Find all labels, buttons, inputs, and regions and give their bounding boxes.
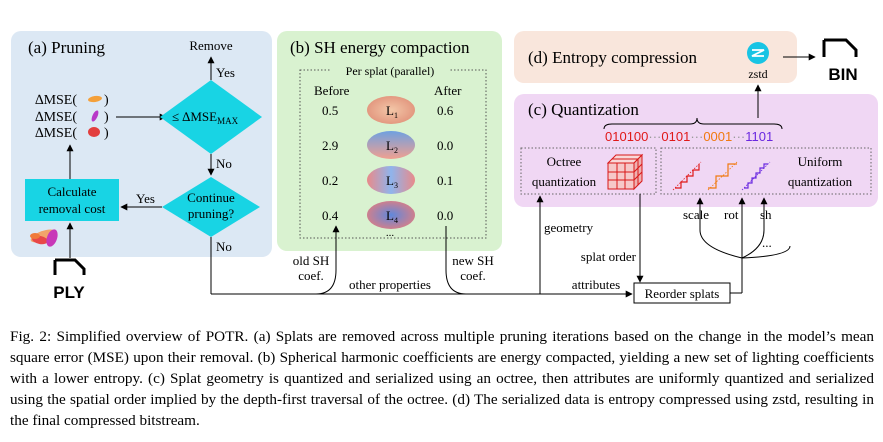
old-coef-line-1: old SH [293, 253, 329, 268]
sh-row: 0.5 L1 0.6 [322, 96, 454, 124]
no-continue-label: No [216, 156, 232, 171]
sh-lobe-label: L2 [386, 138, 398, 155]
threshold-diamond [160, 80, 262, 154]
reorder-label: Reorder splats [645, 286, 720, 301]
mse-line-2-close: ) [104, 110, 109, 125]
sh-rows: 0.5 L1 0.6 2.9 L2 0.0 0.2 L3 0.1 0.4 L4 0.0 [322, 96, 454, 229]
calc-line-1: Calculate [47, 184, 96, 199]
arrow-scale [696, 197, 743, 259]
no-exit-label: No [216, 239, 232, 254]
splat-purple-icon [91, 110, 99, 122]
more-dots-label: ... [762, 235, 772, 250]
yes-continue-label: Yes [136, 191, 155, 206]
continue-diamond [162, 177, 260, 237]
sh-lobe-label: L3 [386, 173, 398, 190]
new-coef-line-1: new SH [452, 253, 494, 268]
mse-line-3-close: ) [104, 126, 109, 141]
sh-lobe-label: L4 [386, 208, 398, 225]
uniform-line-1: Uniform [798, 154, 843, 169]
per-splat-label: Per splat (parallel) [346, 64, 435, 78]
bin-label: BIN [828, 65, 857, 84]
sh-before-value: 0.4 [322, 208, 339, 223]
yes-remove-label: Yes [216, 65, 235, 80]
quant-panel: (c) Quantization 010100···0101···0001···… [514, 84, 878, 207]
octree-line-1: Octree [547, 154, 582, 169]
scale-label: scale [683, 207, 709, 222]
sh-after-value: 0.0 [437, 208, 453, 223]
staircase-orange-icon [707, 161, 738, 191]
before-header: Before [314, 83, 350, 98]
quant-title: (c) Quantization [528, 100, 639, 119]
sh-before-value: 0.2 [322, 173, 338, 188]
calculate-box [25, 179, 119, 221]
uniform-line-2: quantization [788, 174, 853, 189]
continue-line-2: pruning? [188, 206, 234, 221]
octree-box [520, 147, 657, 195]
new-coef-line-2: coef. [460, 268, 486, 283]
line-more [741, 245, 791, 259]
rot-label: rot [724, 207, 739, 222]
ply-file-icon: PLY [53, 258, 86, 302]
sh-title: (b) SH energy compaction [290, 38, 470, 57]
sh-ellipsis: ... [386, 227, 395, 239]
sh-lobe-icon [367, 131, 415, 159]
bin-file-icon: BIN [822, 38, 858, 84]
calc-line-2: removal cost [39, 201, 106, 216]
sh-after-value: 0.6 [437, 103, 454, 118]
ply-label: PLY [53, 283, 85, 302]
sh-before-value: 2.9 [322, 138, 338, 153]
sh-lobe-label: L1 [386, 103, 398, 120]
staircase-red-icon [672, 161, 702, 191]
pruning-title: (a) Pruning [28, 38, 105, 57]
sh-lobe-icon [367, 96, 415, 124]
sh-row: 0.2 L3 0.1 [322, 166, 453, 194]
sh-row: 2.9 L2 0.0 [322, 131, 453, 159]
arrow-sh [741, 197, 768, 259]
mse-line-2: ∆MSE( [35, 110, 77, 125]
entropy-panel: (d) Entropy compression zstd [514, 31, 797, 83]
zstd-label: zstd [748, 67, 767, 81]
mse-line-1-close: ) [104, 93, 109, 108]
entropy-panel-bg [514, 31, 797, 83]
splat-cluster-image [30, 229, 58, 247]
sh-label: sh [760, 207, 772, 222]
octree-line-2: quantization [532, 174, 597, 189]
entropy-title: (d) Entropy compression [528, 48, 698, 67]
other-properties-label: other properties [349, 277, 431, 292]
sh-lobe-icon [367, 201, 415, 229]
sh-lobe-icon [367, 166, 415, 194]
mse-line-3: ∆MSE( [35, 126, 77, 141]
threshold-text: ≤ ∆MSEMAX [172, 109, 239, 126]
zstd-icon [747, 42, 769, 64]
uniform-box [660, 147, 872, 195]
sh-panel: (b) SH energy compaction Per splat (para… [277, 31, 502, 251]
remove-label: Remove [189, 38, 233, 53]
quant-panel-bg [514, 94, 878, 207]
splat-order-label: splat order [581, 249, 637, 264]
continue-line-1: Continue [187, 190, 235, 205]
octree-cube-icon [606, 153, 644, 191]
bits-brace [603, 117, 783, 130]
attributes-label: attributes [572, 277, 620, 292]
per-splat-box [299, 69, 487, 239]
splat-orange-icon [88, 95, 102, 103]
sh-before-value: 0.5 [322, 103, 338, 118]
splat-red-icon [88, 127, 100, 137]
after-header: After [434, 83, 462, 98]
old-coef-line-2: coef. [298, 268, 324, 283]
potr-overview-diagram: (a) Pruning ∆MSE( ) ∆MSE( ) ∆MSE( ) ≤ ∆M… [11, 31, 878, 304]
bitstream: 010100···0101···0001···1101 [605, 129, 773, 144]
figure-caption: Fig. 2: Simplified overview of POTR. (a)… [10, 328, 874, 429]
pruning-panel: (a) Pruning ∆MSE( ) ∆MSE( ) ∆MSE( ) ≤ ∆M… [11, 31, 272, 294]
geometry-label: geometry [544, 220, 594, 235]
sh-row: 0.4 L4 0.0 [322, 201, 453, 229]
sh-after-value: 0.0 [437, 138, 453, 153]
staircase-purple-icon [741, 161, 771, 191]
sh-after-value: 0.1 [437, 173, 453, 188]
mse-list: ∆MSE( ) ∆MSE( ) ∆MSE( ) [35, 93, 109, 141]
mse-line-1: ∆MSE( [35, 93, 77, 108]
